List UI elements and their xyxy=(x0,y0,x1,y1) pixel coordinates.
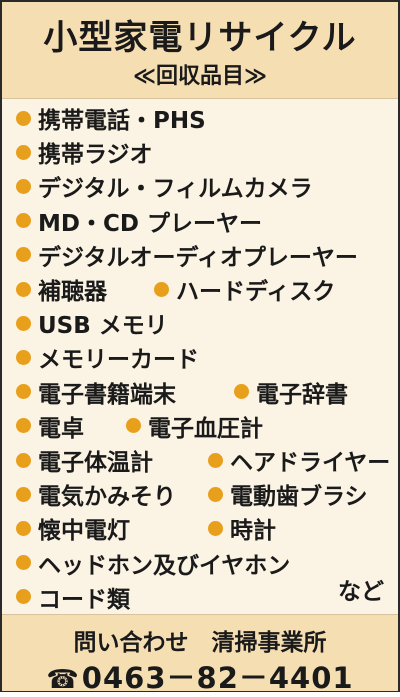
item-label: デジタルオーディオプレーヤー xyxy=(38,244,358,271)
list-item: ヘッドホン及びイヤホン xyxy=(16,546,290,580)
phone-icon: ☎ xyxy=(46,665,80,695)
page-subtitle: ≪回収品目≫ xyxy=(132,64,268,89)
bullet-dot-icon xyxy=(16,589,31,605)
list-item: 電子辞書 xyxy=(234,375,348,409)
item-label: デジタル・フィルムカメラ xyxy=(38,176,313,203)
item-label: ヘッドホン及びイヤホン xyxy=(38,552,291,579)
list-item: MD・CD プレーヤー xyxy=(16,204,262,238)
bullet-dot-icon xyxy=(16,486,31,502)
item-label: 電子書籍端末 xyxy=(38,381,176,408)
list-item: 携帯電話・PHS xyxy=(16,101,206,135)
page-title: 小型家電リサイクル xyxy=(43,18,357,58)
bullet-dot-icon xyxy=(16,452,31,468)
list-item: ヘアドライヤー xyxy=(208,443,390,477)
item-label: USB メモリ xyxy=(38,313,168,340)
bullet-dot-icon xyxy=(16,178,31,194)
list-row: 携帯ラジオ xyxy=(16,135,386,169)
list-row: USB メモリ xyxy=(16,306,386,340)
item-label: 時計 xyxy=(230,518,276,545)
bullet-dot-icon xyxy=(16,418,31,434)
list-row: MD・CD プレーヤー xyxy=(16,204,386,238)
header: 小型家電リサイクル ≪回収品目≫ xyxy=(2,2,398,99)
list-row: コード類 xyxy=(16,580,386,614)
bullet-dot-icon xyxy=(16,520,31,536)
item-label: MD・CD プレーヤー xyxy=(38,210,262,237)
etc-label: など xyxy=(338,579,384,605)
list-row: 電卓 電子血圧計 xyxy=(16,409,386,443)
contact-label: 問い合わせ 清掃事業所 xyxy=(73,630,327,656)
list-item: 電子書籍端末 xyxy=(16,375,176,409)
list-row: 電子体温計 ヘアドライヤー xyxy=(16,443,390,477)
list-row: 携帯電話・PHS xyxy=(16,101,386,135)
item-label: メモリーカード xyxy=(38,347,199,374)
phone-number: ☎0463－82－4401 xyxy=(2,655,398,697)
list-item: 電子血圧計 xyxy=(126,409,263,443)
item-label: 電気かみそり xyxy=(38,484,176,511)
list-row: 電子書籍端末 電子辞書 xyxy=(16,375,386,409)
bullet-dot-icon xyxy=(16,247,31,263)
list-item: 電子体温計 xyxy=(16,443,153,477)
list-row: 補聴器 ハードディスク xyxy=(16,272,386,306)
bullet-dot-icon xyxy=(154,281,169,297)
list-item: 電動歯ブラシ xyxy=(208,477,368,511)
list-item: USB メモリ xyxy=(16,306,168,340)
list-row: 電気かみそり 電動歯ブラシ xyxy=(16,477,386,511)
bullet-dot-icon xyxy=(16,384,31,400)
item-label: 電子辞書 xyxy=(256,381,348,408)
bullet-dot-icon xyxy=(16,281,31,297)
item-label: 電子血圧計 xyxy=(148,415,263,442)
bullet-dot-icon xyxy=(208,486,223,502)
list-row: デジタルオーディオプレーヤー xyxy=(16,238,386,272)
item-label: 懐中電灯 xyxy=(38,518,130,545)
item-label: ハードディスク xyxy=(176,279,336,305)
list-item: ハードディスク xyxy=(154,272,335,306)
bullet-dot-icon xyxy=(208,452,223,468)
bullet-dot-icon xyxy=(16,144,31,160)
item-label: 電子体温計 xyxy=(38,450,153,476)
bullet-dot-icon xyxy=(16,315,31,331)
collected-items-list: など 携帯電話・PHS 携帯ラジオデジタル・フィルムカメラ MD・CD プレーヤーデ… xyxy=(2,98,398,614)
list-row: 懐中電灯 時計 xyxy=(16,511,386,545)
item-label: ヘアドライヤー xyxy=(230,450,391,476)
item-label: コード類 xyxy=(38,586,130,613)
list-item: コード類 xyxy=(16,580,130,614)
item-label: 電卓 xyxy=(38,415,84,442)
bullet-dot-icon xyxy=(16,349,31,365)
list-item: 時計 xyxy=(208,511,276,545)
list-item: 補聴器 xyxy=(16,272,107,306)
list-item: 携帯ラジオ xyxy=(16,135,153,169)
bullet-dot-icon xyxy=(126,418,141,434)
list-row: ヘッドホン及びイヤホン xyxy=(16,546,386,580)
list-item: 電気かみそり xyxy=(16,477,176,511)
item-label: 携帯ラジオ xyxy=(38,142,153,169)
list-row: メモリーカード xyxy=(16,340,386,374)
bullet-dot-icon xyxy=(234,384,249,400)
footer: 問い合わせ 清掃事業所 ☎0463－82－4401 xyxy=(2,614,398,695)
bullet-dot-icon xyxy=(16,213,31,229)
list-item: 電卓 xyxy=(16,409,84,443)
phone-number-text: 0463－82－4401 xyxy=(81,661,354,695)
item-label: 携帯電話・PHS xyxy=(38,108,206,134)
list-item: デジタル・フィルムカメラ xyxy=(16,169,313,203)
list-row: デジタル・フィルムカメラ xyxy=(16,169,386,203)
bullet-dot-icon xyxy=(208,520,223,536)
bullet-dot-icon xyxy=(16,555,31,571)
list-item: 懐中電灯 xyxy=(16,511,130,545)
item-label: 電動歯ブラシ xyxy=(230,484,368,511)
item-label: 補聴器 xyxy=(38,279,107,305)
list-item: デジタルオーディオプレーヤー xyxy=(16,238,358,272)
list-item: メモリーカード xyxy=(16,340,199,374)
bullet-dot-icon xyxy=(16,110,31,126)
